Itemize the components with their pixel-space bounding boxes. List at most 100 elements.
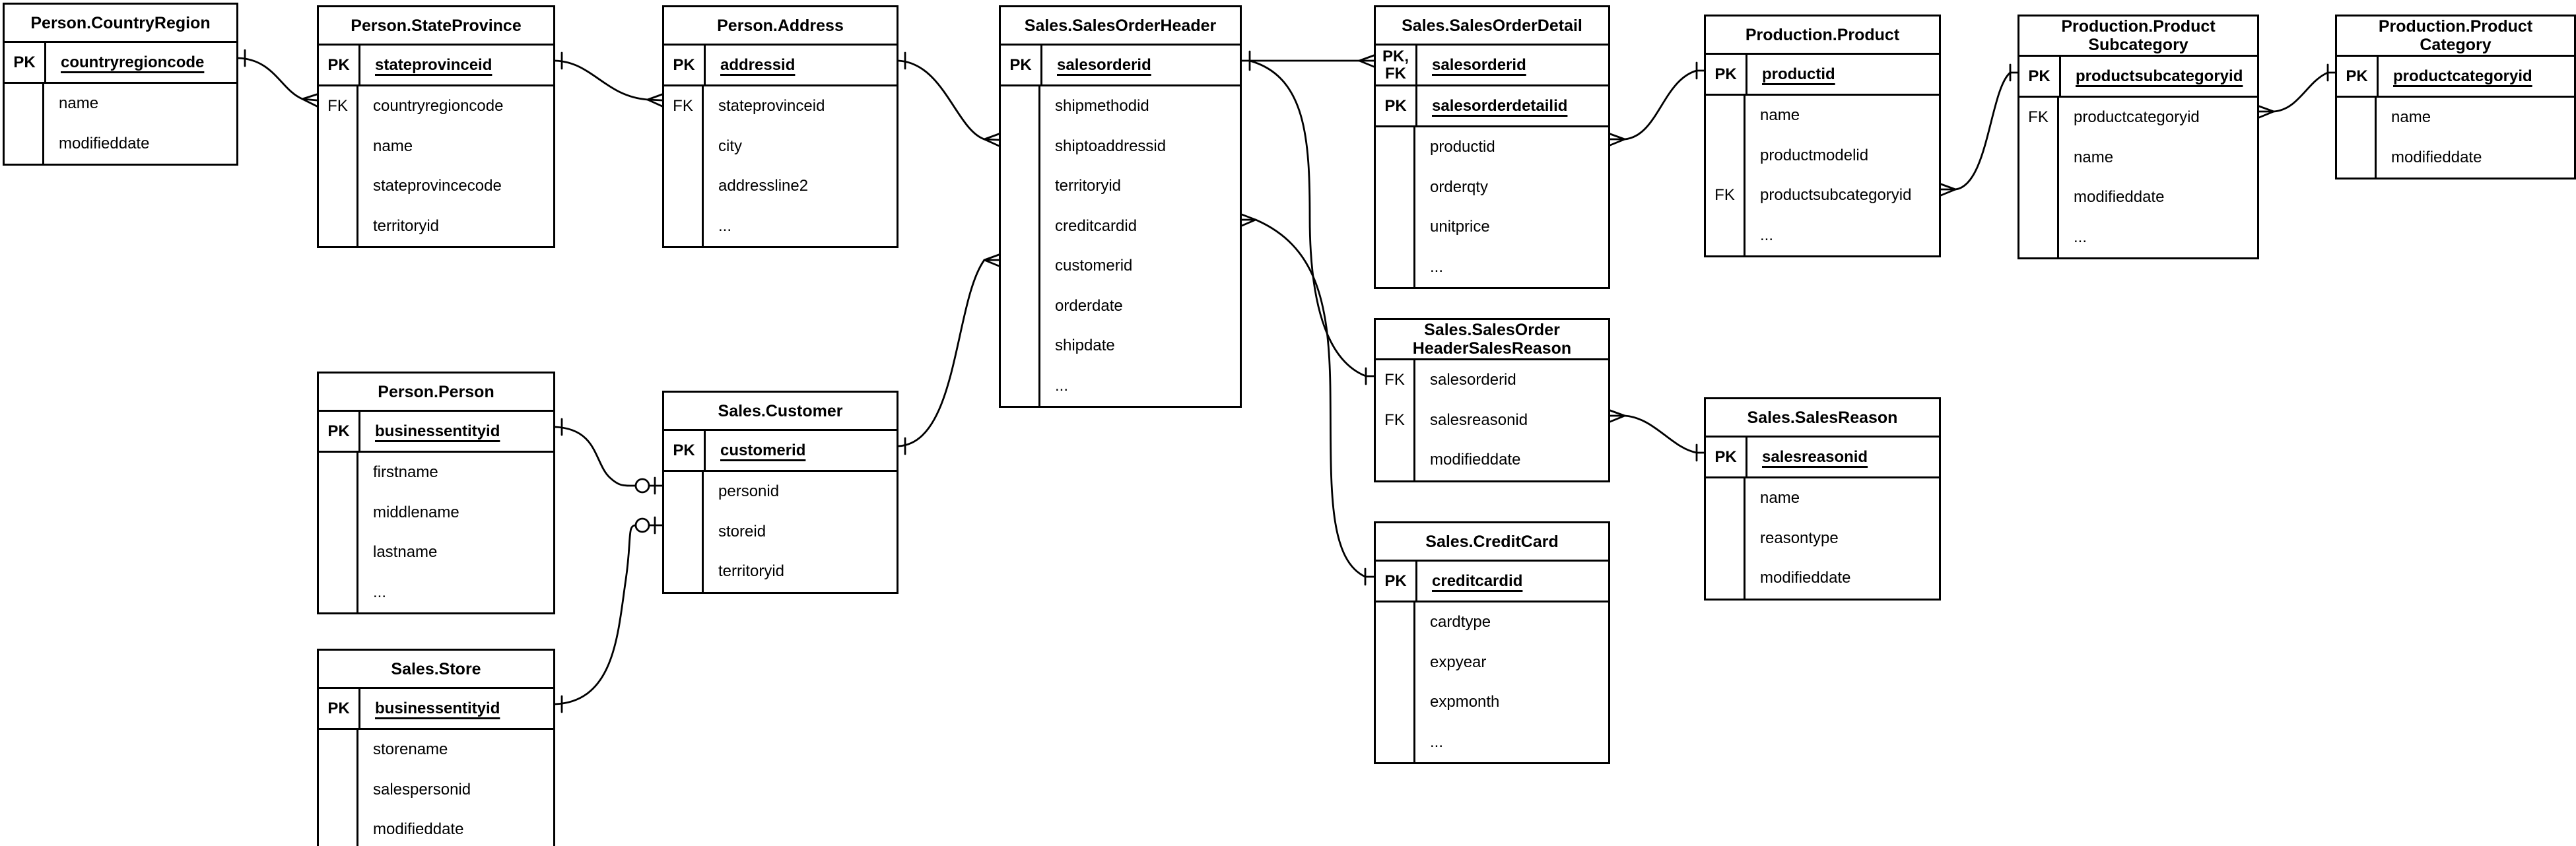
field-name-modifieddate: modifieddate (2074, 188, 2165, 207)
empty-constraint-cell (1706, 478, 1746, 519)
edge-segment (897, 259, 986, 447)
empty-constraint-cell (664, 206, 704, 246)
table-title-line: Sales.CreditCard (1425, 532, 1559, 551)
empty-constraint-cell (1376, 642, 1415, 682)
edge-segment (2272, 71, 2329, 113)
relationship-store-customer[interactable] (554, 516, 663, 713)
field-name-unitprice: unitprice (1430, 218, 1490, 236)
empty-constraint-cell (319, 126, 358, 166)
table-title-sales-salesorderdetail: Sales.SalesOrderDetail (1376, 7, 1608, 46)
relationship-customer-salesorderheader[interactable] (897, 253, 1000, 455)
relationship-productcategory-productsubcategory[interactable] (2258, 63, 2336, 119)
empty-constraint-cell (319, 810, 358, 846)
zero-cardinality-circle (634, 478, 650, 494)
field-name-expyear: expyear (1430, 653, 1487, 671)
relationship-salesreason-headersalesreason[interactable] (1609, 409, 1705, 462)
edge-segment (237, 57, 304, 100)
edge-segment (301, 93, 318, 100)
key-field-name: creditcardid (1432, 571, 1523, 590)
fk-constraint-label: FK (1376, 360, 1415, 401)
relationship-salesorderheader-headersalesreason[interactable] (1248, 59, 1375, 385)
table-title-sales-creditcard: Sales.CreditCard (1376, 523, 1608, 562)
empty-constraint-cell (1376, 682, 1415, 723)
empty-constraint-cell (5, 123, 44, 164)
fk-constraint-label: FK (2019, 98, 2059, 138)
empty-constraint-cell (1001, 326, 1040, 366)
relationship-creditcard-salesorderheader[interactable] (1240, 213, 1375, 586)
field-name-name: name (2391, 108, 2431, 127)
key-constraint-label: PK (319, 46, 360, 84)
field-name-customerid: customerid (1055, 257, 1133, 275)
key-constraint-label: PK (664, 431, 706, 470)
empty-constraint-cell (319, 730, 358, 770)
relationship-stateprovince-address[interactable] (554, 51, 663, 108)
ellipsis-row: ... (1430, 732, 1444, 751)
field-name-modifieddate: modifieddate (1430, 451, 1521, 469)
field-name-orderdate: orderdate (1055, 296, 1123, 315)
edge-segment (1609, 414, 1626, 423)
field-name-name: name (2074, 148, 2114, 166)
empty-constraint-cell (5, 84, 44, 124)
table-title-line: Person.StateProvince (351, 16, 522, 35)
relationship-productsubcategory-product[interactable] (1940, 63, 2019, 197)
edge-segment (554, 426, 637, 487)
empty-constraint-cell (664, 126, 704, 166)
empty-constraint-cell (664, 552, 704, 592)
empty-constraint-cell (1001, 166, 1040, 207)
edge-segment (1609, 138, 1626, 146)
key-constraint-label: PK (2337, 57, 2379, 96)
relationship-salesorderheader-salesorderdetail[interactable] (1240, 50, 1375, 71)
empty-constraint-cell (664, 166, 704, 207)
table-title-line: Sales.SalesOrderHeader (1024, 16, 1217, 35)
field-name-modifieddate: modifieddate (373, 820, 464, 839)
relationship-countryregion-stateprovince[interactable] (237, 49, 318, 108)
fk-constraint-label: FK (664, 86, 704, 127)
empty-constraint-cell (1376, 247, 1415, 287)
table-title-line: Subcategory (2088, 36, 2188, 54)
relationship-product-salesorderdetail[interactable] (1609, 61, 1705, 146)
key-constraint-label: PK (319, 689, 360, 728)
empty-constraint-cell (1706, 558, 1746, 599)
ellipsis-row: ... (1430, 257, 1444, 276)
relationship-address-salesorderheader[interactable] (897, 51, 1000, 147)
relationship-person-customer[interactable] (554, 418, 663, 495)
field-name-modifieddate: modifieddate (1760, 569, 1851, 587)
field-name-salesorderid: salesorderid (1430, 371, 1516, 389)
field-name-salespersonid: salespersonid (373, 780, 471, 798)
edge-segment (554, 524, 637, 705)
table-title-line: Category (2420, 36, 2491, 54)
